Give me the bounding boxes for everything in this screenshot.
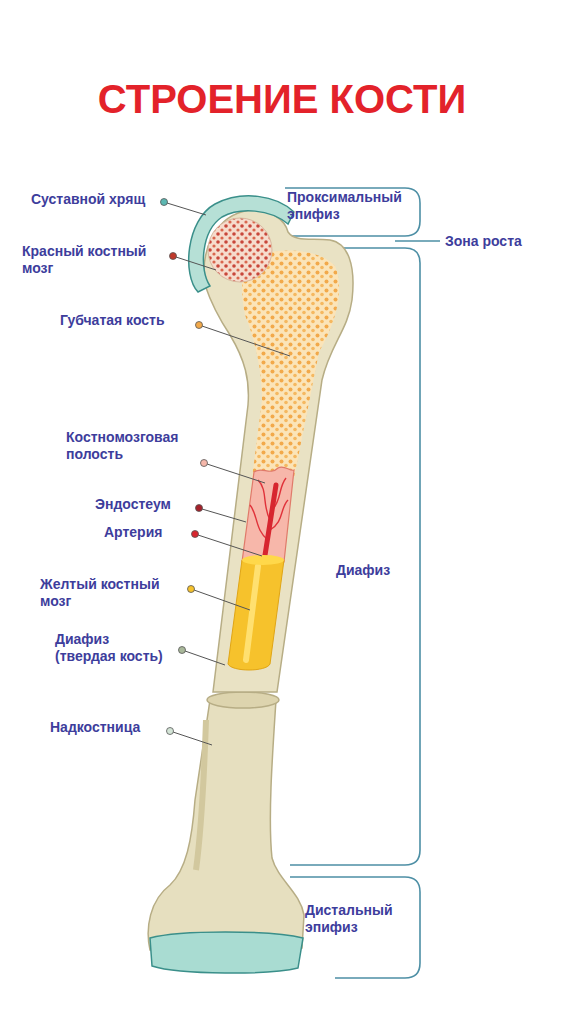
leader-dots — [161, 199, 208, 735]
part-label: Костномозговая полость — [66, 429, 181, 463]
part-label: Красный костный мозг — [22, 243, 149, 277]
part-label: Эндостеум — [95, 496, 173, 513]
leader-lines — [167, 203, 290, 745]
part-label: Желтый костный мозг — [40, 576, 162, 610]
part-label: Проксимальный эпифиз — [287, 189, 404, 223]
diagram-title: СТРОЕНИЕ КОСТИ — [0, 76, 564, 122]
marrow-top — [242, 555, 284, 565]
part-label: Диафиз (твердая кость) — [55, 631, 165, 665]
articular-cartilage — [189, 196, 294, 292]
part-label: Дистальный эпифиз — [305, 902, 395, 936]
highlight — [246, 566, 258, 660]
yellow-marrow — [228, 560, 284, 670]
part-label: Губчатая кость — [60, 312, 167, 329]
part-label: Надкостница — [50, 719, 143, 736]
bone-shaft — [148, 700, 304, 950]
part-label: Диафиз — [336, 562, 393, 579]
part-label: Суставной хрящ — [31, 191, 148, 208]
spongy-bone — [242, 251, 339, 478]
bone-upper — [204, 210, 353, 692]
part-label: Зона роста — [445, 233, 524, 250]
distal-cartilage — [150, 932, 303, 973]
cut-ring — [207, 692, 279, 708]
red-marrow — [208, 218, 272, 282]
part-label: Артерия — [104, 524, 165, 541]
